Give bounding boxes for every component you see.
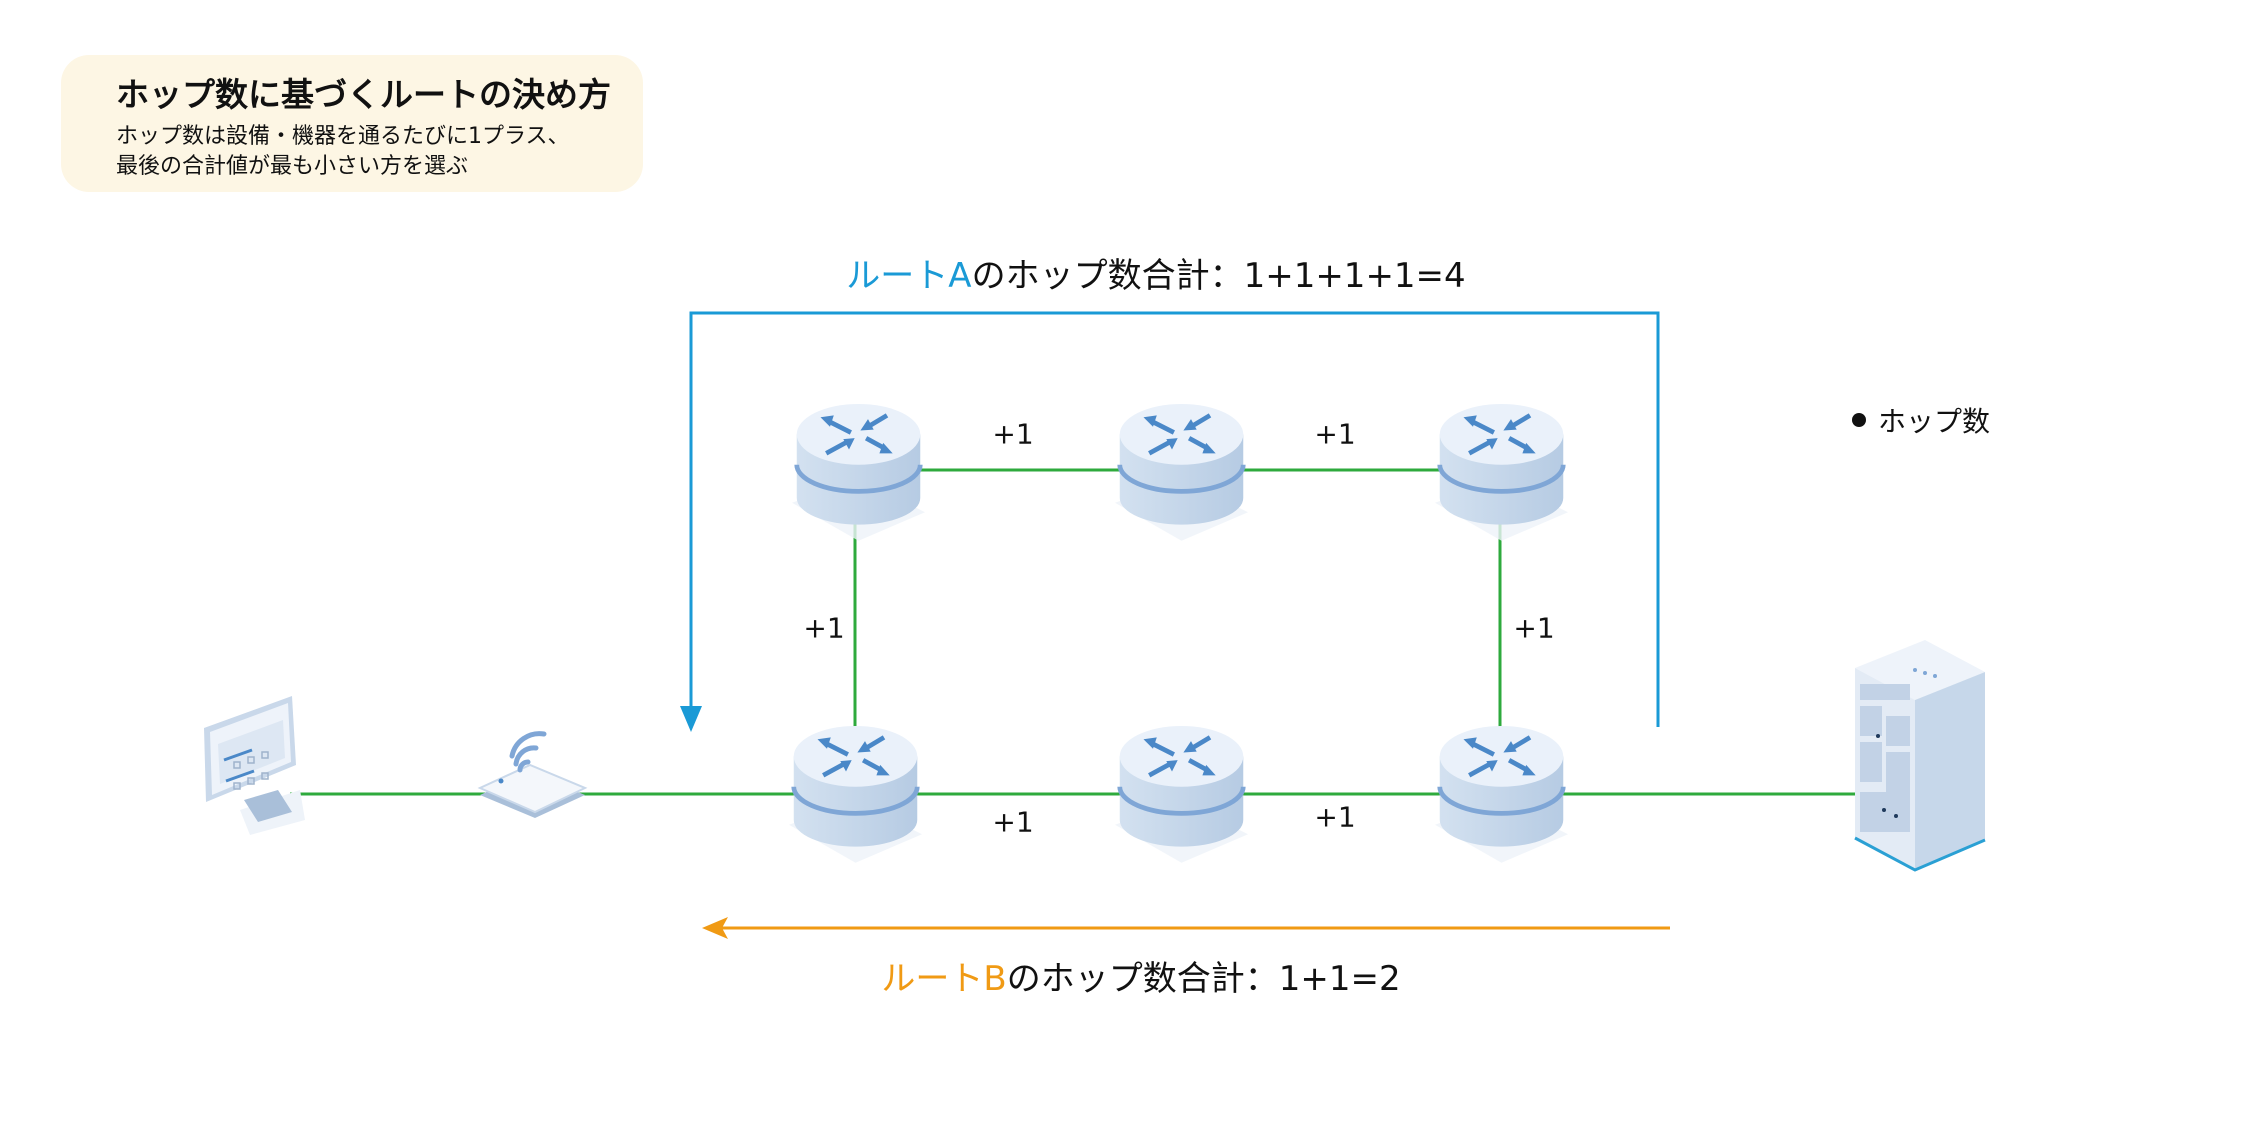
legend-dot-icon <box>1852 413 1866 427</box>
wifi-router-icon <box>477 731 588 818</box>
pc-monitor-icon <box>204 696 305 835</box>
page-title: ホップ数に基づくルートの決め方 <box>116 75 611 114</box>
router-icon <box>789 726 922 863</box>
legend: ホップ数 <box>1852 400 1990 440</box>
router-icon <box>1115 404 1248 541</box>
route-b-total: のホップ数合計：1+1=2 <box>1006 959 1401 999</box>
route-a-label: ルートAのホップ数合計：1+1+1+1=4 <box>846 248 1465 297</box>
subtitle-line-1: ホップ数は設備・機器を通るたびに1プラス、 <box>116 124 570 149</box>
server-rack-icon <box>1854 640 1986 872</box>
router-icon <box>1435 726 1568 863</box>
route-b-name: ルートB <box>881 959 1007 999</box>
route-a-arrowhead <box>680 706 702 732</box>
title-box <box>61 55 643 192</box>
hop-label: +1 <box>1513 611 1555 645</box>
route-b-arrowhead <box>702 917 728 939</box>
subtitle-line-2: 最後の合計値が最も小さい方を選ぶ <box>116 154 469 179</box>
route-b-label: ルートBのホップ数合計：1+1=2 <box>881 951 1400 1000</box>
router-icon <box>1115 726 1248 863</box>
router-icon <box>1435 404 1568 541</box>
hop-label: +1 <box>992 417 1034 451</box>
hop-label: +1 <box>1314 417 1356 451</box>
legend-label: ホップ数 <box>1878 405 1991 438</box>
hop-label: +1 <box>1314 800 1356 834</box>
router-icon <box>792 404 925 541</box>
route-a-total: のホップ数合計：1+1+1+1=4 <box>971 256 1466 296</box>
hop-label: +1 <box>803 611 845 645</box>
route-a-name: ルートA <box>846 256 972 296</box>
links <box>290 468 1856 796</box>
route-a-path <box>689 311 1660 727</box>
hop-label: +1 <box>992 805 1034 839</box>
